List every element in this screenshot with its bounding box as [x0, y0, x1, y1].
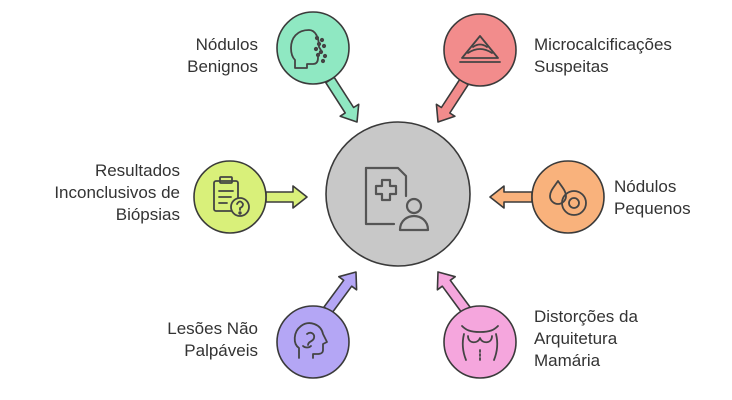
head-profile-icon	[293, 322, 328, 359]
face-skin-icon	[290, 29, 328, 69]
arrow-lesoes-nao-palpaveis	[323, 271, 358, 314]
label-line: Palpáveis	[184, 341, 258, 360]
label-line: Biópsias	[115, 205, 180, 224]
node-microcalcificacoes	[443, 13, 517, 87]
label-line: Pequenos	[614, 199, 691, 218]
node-nodulos-benignos	[276, 11, 350, 85]
arrow-nodulos-benignos	[325, 76, 360, 123]
label-line: Inconclusivos de	[54, 183, 180, 202]
label-line: Nódulos	[614, 177, 677, 196]
node-resultados-inconclusivos	[193, 160, 267, 234]
label-lesoes-nao-palpaveis: Lesões Não Palpáveis	[167, 318, 258, 362]
node-nodulos-pequenos	[531, 160, 605, 234]
label-line: Arquitetura	[534, 329, 618, 348]
cell-drop-icon	[549, 180, 587, 216]
ultrasound-scan-icon	[459, 35, 501, 63]
arrow-distorcoes-arquitetura	[436, 271, 471, 314]
hub-node	[325, 121, 471, 267]
label-line: Microcalcificações	[534, 35, 672, 54]
label-line: Distorções da	[534, 307, 638, 326]
arrow-nodulos-pequenos	[489, 185, 533, 209]
label-line: Nódulos	[195, 35, 258, 54]
label-resultados-inconclusivos: Resultados Inconclusivos de Biópsias	[54, 160, 180, 226]
node-circle	[443, 13, 517, 87]
label-nodulos-pequenos: Nódulos Pequenos	[614, 176, 691, 220]
medical-document-icon	[364, 166, 430, 232]
node-circle	[276, 11, 350, 85]
label-line: Suspeitas	[534, 57, 609, 76]
node-circle	[443, 305, 517, 379]
node-lesoes-nao-palpaveis	[276, 305, 350, 379]
label-line: Resultados	[94, 161, 180, 180]
label-line: Lesões Não	[167, 319, 258, 338]
node-circle	[276, 305, 350, 379]
arrow-resultados-inconclusivos	[265, 185, 308, 209]
node-distorcoes-arquitetura	[443, 305, 517, 379]
label-microcalcificacoes: Microcalcificações Suspeitas	[534, 34, 672, 78]
arrow-microcalcificacoes	[435, 78, 469, 123]
torso-icon	[461, 325, 499, 361]
label-distorcoes-arquitetura: Distorções da Arquitetura Mamária	[534, 306, 638, 372]
label-nodulos-benignos: Nódulos Benignos	[187, 34, 258, 78]
clipboard-question-icon	[213, 176, 250, 217]
node-circle	[531, 160, 605, 234]
label-line: Mamária	[534, 351, 601, 370]
label-line: Benignos	[187, 57, 258, 76]
